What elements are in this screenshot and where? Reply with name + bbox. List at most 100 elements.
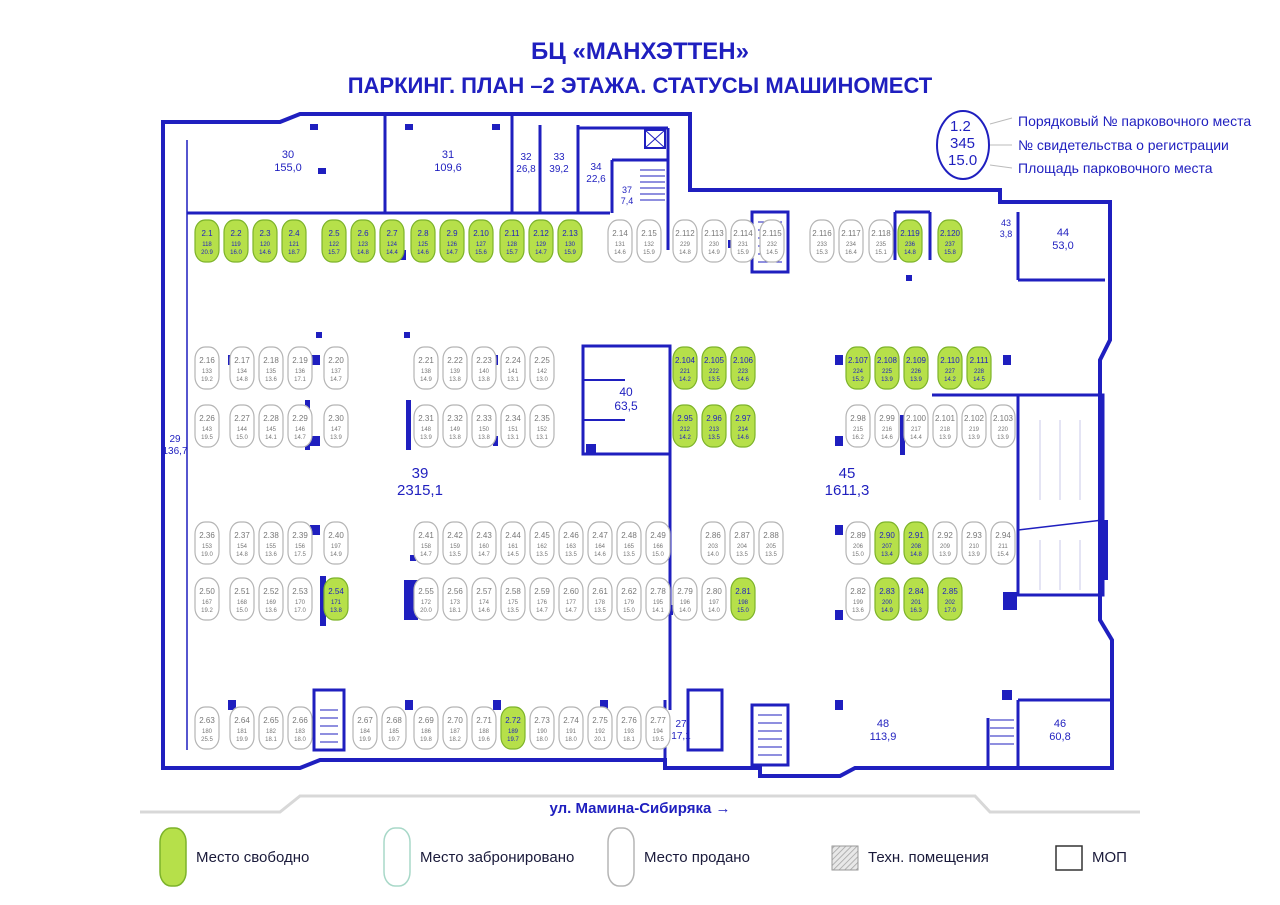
parking-spot-2.82[interactable]: 2.8219913.6 bbox=[845, 577, 871, 621]
parking-spot-2.21[interactable]: 2.2113814.9 bbox=[413, 346, 439, 390]
parking-spot-2.59[interactable]: 2.5917614.7 bbox=[529, 577, 555, 621]
parking-spot-2.118[interactable]: 2.11823515.1 bbox=[868, 219, 894, 263]
parking-spot-2.86[interactable]: 2.8620314.0 bbox=[700, 521, 726, 565]
parking-spot-2.37[interactable]: 2.3715414.8 bbox=[229, 521, 255, 565]
parking-spot-2.67[interactable]: 2.6718419.9 bbox=[352, 706, 378, 750]
parking-spot-2.103[interactable]: 2.10322013.9 bbox=[990, 404, 1016, 448]
parking-spot-2.72[interactable]: 2.7218919.7 bbox=[500, 706, 526, 750]
parking-spot-2.54[interactable]: 2.5417113.8 bbox=[323, 577, 349, 621]
parking-spot-2.13[interactable]: 2.1313015.9 bbox=[557, 219, 583, 263]
parking-spot-2.116[interactable]: 2.11623315.3 bbox=[809, 219, 835, 263]
parking-spot-2.80[interactable]: 2.8019714.0 bbox=[701, 577, 727, 621]
parking-spot-2.75[interactable]: 2.7519220.1 bbox=[587, 706, 613, 750]
parking-spot-2.7[interactable]: 2.712414.4 bbox=[379, 219, 405, 263]
parking-spot-2.101[interactable]: 2.10121813.9 bbox=[932, 404, 958, 448]
parking-spot-2.96[interactable]: 2.9621313.5 bbox=[701, 404, 727, 448]
parking-spot-2.64[interactable]: 2.6418119.9 bbox=[229, 706, 255, 750]
parking-spot-2.50[interactable]: 2.5016719.2 bbox=[194, 577, 220, 621]
parking-spot-2.70[interactable]: 2.7018718.2 bbox=[442, 706, 468, 750]
parking-spot-2.83[interactable]: 2.8320014.9 bbox=[874, 577, 900, 621]
parking-spot-2.115[interactable]: 2.11523214.5 bbox=[759, 219, 785, 263]
parking-spot-2.1[interactable]: 2.111820.9 bbox=[194, 219, 220, 263]
parking-spot-2.99[interactable]: 2.9921614.6 bbox=[874, 404, 900, 448]
parking-spot-2.89[interactable]: 2.8920615.0 bbox=[845, 521, 871, 565]
parking-spot-2.78[interactable]: 2.7819514.1 bbox=[645, 577, 671, 621]
parking-spot-2.62[interactable]: 2.6217915.0 bbox=[616, 577, 642, 621]
parking-spot-2.58[interactable]: 2.5817513.5 bbox=[500, 577, 526, 621]
parking-spot-2.28[interactable]: 2.2814514.1 bbox=[258, 404, 284, 448]
parking-spot-2.93[interactable]: 2.9321013.9 bbox=[961, 521, 987, 565]
parking-spot-2.33[interactable]: 2.3315013.8 bbox=[471, 404, 497, 448]
parking-spot-2.110[interactable]: 2.11022714.2 bbox=[937, 346, 963, 390]
parking-spot-2.47[interactable]: 2.4716414.6 bbox=[587, 521, 613, 565]
parking-spot-2.68[interactable]: 2.6818519.7 bbox=[381, 706, 407, 750]
parking-spot-2.8[interactable]: 2.812514.6 bbox=[410, 219, 436, 263]
parking-spot-2.114[interactable]: 2.11423115.9 bbox=[730, 219, 756, 263]
parking-spot-2.29[interactable]: 2.2914614.7 bbox=[287, 404, 313, 448]
parking-spot-2.34[interactable]: 2.3415113.1 bbox=[500, 404, 526, 448]
parking-spot-2.57[interactable]: 2.5717414.6 bbox=[471, 577, 497, 621]
parking-spot-2.49[interactable]: 2.4916615.0 bbox=[645, 521, 671, 565]
parking-spot-2.4[interactable]: 2.412118.7 bbox=[281, 219, 307, 263]
parking-spot-2.71[interactable]: 2.7118819.6 bbox=[471, 706, 497, 750]
parking-spot-2.3[interactable]: 2.312014.6 bbox=[252, 219, 278, 263]
parking-spot-2.113[interactable]: 2.11323014.9 bbox=[701, 219, 727, 263]
parking-spot-2.24[interactable]: 2.2414113.1 bbox=[500, 346, 526, 390]
parking-spot-2.66[interactable]: 2.6618318.0 bbox=[287, 706, 313, 750]
parking-spot-2.94[interactable]: 2.9421115.4 bbox=[990, 521, 1016, 565]
parking-spot-2.79[interactable]: 2.7919614.0 bbox=[672, 577, 698, 621]
parking-spot-2.92[interactable]: 2.9220913.9 bbox=[932, 521, 958, 565]
parking-spot-2.90[interactable]: 2.9020713.4 bbox=[874, 521, 900, 565]
parking-spot-2.77[interactable]: 2.7719419.5 bbox=[645, 706, 671, 750]
parking-spot-2.36[interactable]: 2.3615319.0 bbox=[194, 521, 220, 565]
parking-spot-2.27[interactable]: 2.2714415.0 bbox=[229, 404, 255, 448]
parking-spot-2.31[interactable]: 2.3114813.9 bbox=[413, 404, 439, 448]
parking-spot-2.45[interactable]: 2.4516213.5 bbox=[529, 521, 555, 565]
parking-spot-2.91[interactable]: 2.9120814.8 bbox=[903, 521, 929, 565]
parking-spot-2.46[interactable]: 2.4616313.5 bbox=[558, 521, 584, 565]
parking-spot-2.55[interactable]: 2.5517220.0 bbox=[413, 577, 439, 621]
parking-spot-2.105[interactable]: 2.10522213.5 bbox=[701, 346, 727, 390]
parking-spot-2.17[interactable]: 2.1713414.8 bbox=[229, 346, 255, 390]
parking-spot-2.2[interactable]: 2.211916.0 bbox=[223, 219, 249, 263]
parking-spot-2.97[interactable]: 2.9721414.6 bbox=[730, 404, 756, 448]
parking-spot-2.84[interactable]: 2.8420116.3 bbox=[903, 577, 929, 621]
parking-spot-2.63[interactable]: 2.6318025.5 bbox=[194, 706, 220, 750]
parking-spot-2.87[interactable]: 2.8720413.5 bbox=[729, 521, 755, 565]
parking-spot-2.42[interactable]: 2.4215913.5 bbox=[442, 521, 468, 565]
parking-spot-2.120[interactable]: 2.12023715.8 bbox=[937, 219, 963, 263]
parking-spot-2.5[interactable]: 2.512215.7 bbox=[321, 219, 347, 263]
parking-spot-2.44[interactable]: 2.4416114.5 bbox=[500, 521, 526, 565]
parking-spot-2.41[interactable]: 2.4115814.7 bbox=[413, 521, 439, 565]
parking-spot-2.109[interactable]: 2.10922613.9 bbox=[903, 346, 929, 390]
parking-spot-2.6[interactable]: 2.612314.8 bbox=[350, 219, 376, 263]
parking-spot-2.56[interactable]: 2.5617318.1 bbox=[442, 577, 468, 621]
parking-spot-2.22[interactable]: 2.2213913.8 bbox=[442, 346, 468, 390]
parking-spot-2.43[interactable]: 2.4316014.7 bbox=[471, 521, 497, 565]
parking-spot-2.117[interactable]: 2.11723416.4 bbox=[838, 219, 864, 263]
parking-spot-2.98[interactable]: 2.9821516.2 bbox=[845, 404, 871, 448]
parking-spot-2.40[interactable]: 2.4019714.9 bbox=[323, 521, 349, 565]
parking-spot-2.11[interactable]: 2.1112815.7 bbox=[499, 219, 525, 263]
parking-spot-2.12[interactable]: 2.1212914.7 bbox=[528, 219, 554, 263]
parking-spot-2.95[interactable]: 2.9521214.2 bbox=[672, 404, 698, 448]
parking-spot-2.65[interactable]: 2.6518218.1 bbox=[258, 706, 284, 750]
parking-spot-2.74[interactable]: 2.7419118.0 bbox=[558, 706, 584, 750]
parking-spot-2.19[interactable]: 2.1913617.1 bbox=[287, 346, 313, 390]
parking-spot-2.38[interactable]: 2.3815513.6 bbox=[258, 521, 284, 565]
parking-spot-2.104[interactable]: 2.10422114.2 bbox=[672, 346, 698, 390]
parking-spot-2.35[interactable]: 2.3515213.1 bbox=[529, 404, 555, 448]
parking-spot-2.16[interactable]: 2.1613319.2 bbox=[194, 346, 220, 390]
parking-spot-2.111[interactable]: 2.11122814.5 bbox=[966, 346, 992, 390]
parking-spot-2.73[interactable]: 2.7319018.0 bbox=[529, 706, 555, 750]
parking-spot-2.107[interactable]: 2.10722415.2 bbox=[845, 346, 871, 390]
parking-spot-2.25[interactable]: 2.2514213.0 bbox=[529, 346, 555, 390]
parking-spot-2.14[interactable]: 2.1413114.6 bbox=[607, 219, 633, 263]
parking-spot-2.39[interactable]: 2.3915617.5 bbox=[287, 521, 313, 565]
parking-spot-2.51[interactable]: 2.5116815.0 bbox=[229, 577, 255, 621]
parking-spot-2.23[interactable]: 2.2314013.8 bbox=[471, 346, 497, 390]
parking-spot-2.112[interactable]: 2.11222914.8 bbox=[672, 219, 698, 263]
parking-spot-2.61[interactable]: 2.6117813.5 bbox=[587, 577, 613, 621]
parking-spot-2.52[interactable]: 2.5216913.6 bbox=[258, 577, 284, 621]
parking-spot-2.81[interactable]: 2.8119815.0 bbox=[730, 577, 756, 621]
